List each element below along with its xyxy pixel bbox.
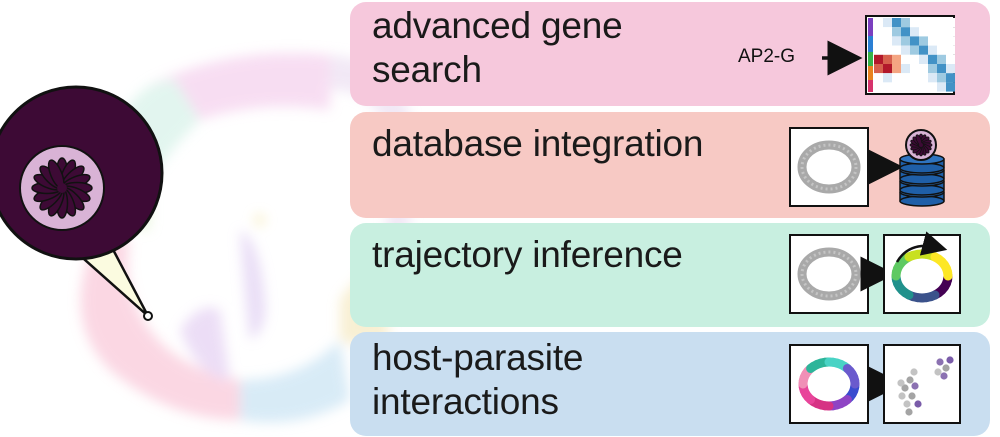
umap-gray-thumbnail (789, 234, 869, 314)
zoom-circle (0, 85, 164, 261)
panel-database-label: database integration (372, 123, 704, 164)
panel-trajectory-label: trajectory inference (372, 234, 683, 275)
trajectory-thumbnail (883, 231, 961, 314)
database-stack-icon (899, 129, 945, 207)
panel-host-parasite-label: host-parasite interactions (372, 337, 584, 422)
umap-gray-thumbnail (789, 127, 869, 207)
panel-gene-search-label: advanced gene search (372, 5, 623, 90)
panel-gene-search-bg (350, 2, 990, 106)
host-scatter-thumbnail (883, 344, 961, 424)
zoom-target-point (143, 311, 153, 321)
heatmap-icon (865, 15, 955, 95)
flower-parasite-icon (31, 157, 93, 219)
gene-label: AP2-G (738, 46, 796, 67)
umap-colored-thumbnail (789, 344, 869, 424)
